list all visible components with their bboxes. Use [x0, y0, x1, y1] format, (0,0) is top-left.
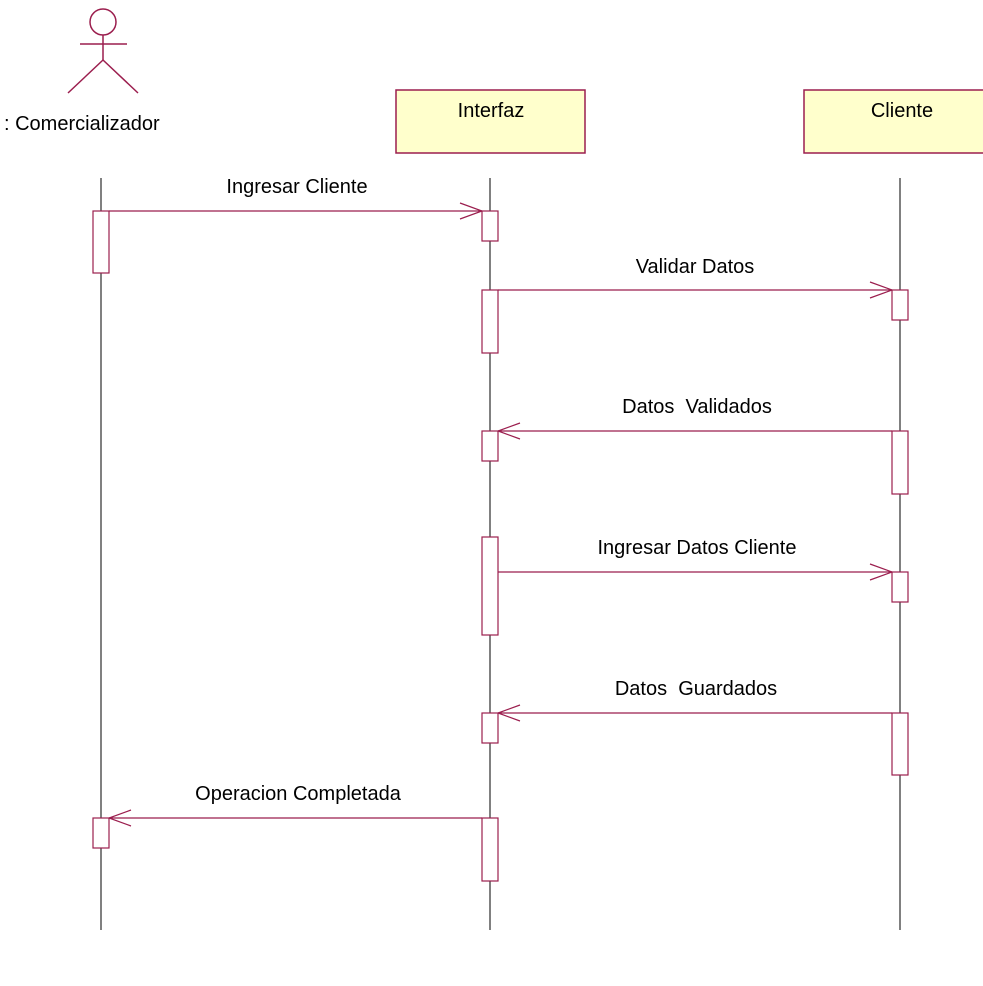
activation-interfaz-6 — [481, 817, 499, 882]
message-label-datos-guardados: Datos Guardados — [615, 678, 777, 700]
message-datos-guardados — [496, 704, 892, 722]
message-label-operacion-completada: Operacion Completada — [195, 783, 402, 805]
activation-interfaz-5 — [481, 712, 499, 744]
message-ingresar-cliente — [109, 202, 484, 220]
actor-comercializador — [67, 8, 139, 94]
arrowhead-icon — [869, 281, 894, 299]
object-box-interfaz — [395, 89, 586, 154]
activation-cliente-3 — [891, 571, 909, 603]
object-label-cliente: Cliente — [871, 100, 933, 122]
activation-cliente-4 — [891, 712, 909, 776]
activation-interfaz-1 — [481, 210, 499, 242]
message-label-ingresar-cliente: Ingresar Cliente — [226, 176, 367, 198]
message-label-ingresar-datos-cliente: Ingresar Datos Cliente — [598, 537, 797, 559]
message-validar-datos — [498, 281, 894, 299]
arrowhead-icon — [107, 809, 132, 827]
arrowhead-icon — [496, 422, 521, 440]
actor-left-leg — [67, 59, 104, 94]
activation-comercializador-2 — [92, 817, 110, 849]
message-label-datos-validados: Datos Validados — [622, 396, 772, 418]
activation-cliente-1 — [891, 289, 909, 321]
activation-comercializador-1 — [92, 210, 110, 274]
message-ingresar-datos-cliente — [498, 563, 894, 581]
actor-right-leg — [102, 59, 139, 94]
activations — [92, 210, 909, 882]
messages — [107, 202, 894, 827]
object-box-cliente — [803, 89, 983, 154]
activation-interfaz-2 — [481, 289, 499, 354]
object-label-interfaz: Interfaz — [458, 100, 525, 122]
arrowhead-icon — [869, 563, 894, 581]
activation-cliente-2 — [891, 430, 909, 495]
activation-interfaz-3 — [481, 430, 499, 462]
actor-label: : Comercializador — [4, 113, 160, 135]
activation-interfaz-4 — [481, 536, 499, 636]
message-datos-validados — [496, 422, 892, 440]
message-label-validar-datos: Validar Datos — [636, 256, 755, 278]
arrowhead-icon — [496, 704, 521, 722]
arrowhead-icon — [459, 202, 484, 220]
message-operacion-completada — [107, 809, 482, 827]
actor-head-icon — [89, 8, 117, 36]
